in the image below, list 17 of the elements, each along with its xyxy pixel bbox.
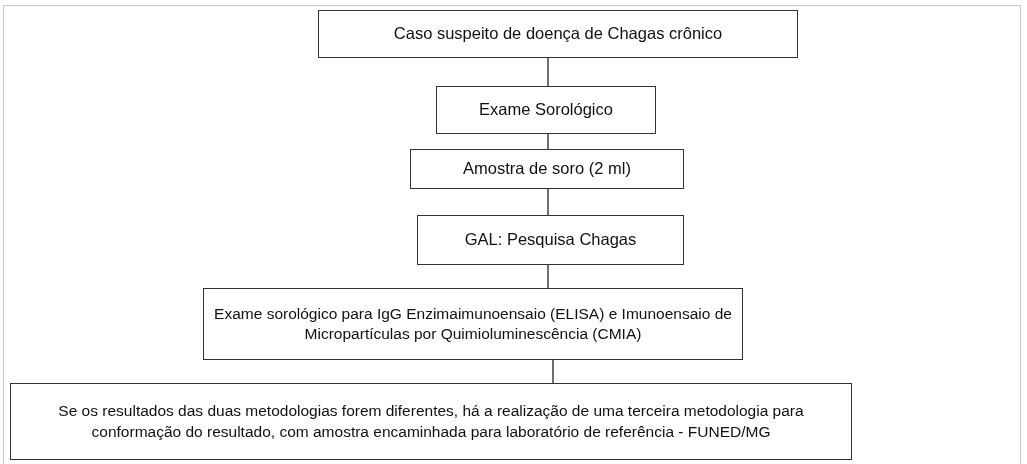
process-box [10, 383, 852, 460]
process-box [417, 215, 684, 265]
box-text: Amostra de soro (2 ml) [463, 158, 631, 180]
box-text: Exame sorológico para IgG Enzimaimunoensaio (ELISA) e Imunoensaio de Micropartículas por Quimioluminescência (CMIA) [213, 303, 733, 344]
box-text: Exame Sorológico [479, 99, 613, 121]
box-text: GAL: Pesquisa Chagas [464, 229, 637, 251]
process-box [410, 149, 684, 189]
box-text: Se os resultados das duas metodologias forem diferentes, há a realização de uma terceira metodologia para conformação do resultado, com amostra encaminhada para laboratório de referência - FUNED/MG [57, 401, 805, 442]
process-box [436, 86, 656, 134]
connector-line [547, 188, 549, 216]
connector-line [547, 133, 549, 150]
process-box [318, 10, 798, 58]
box-text: Caso suspeito de doença de Chagas crônico [393, 23, 723, 45]
connector-line [547, 264, 549, 289]
connector-line [552, 359, 554, 384]
process-box [203, 288, 743, 360]
connector-line [547, 57, 549, 87]
